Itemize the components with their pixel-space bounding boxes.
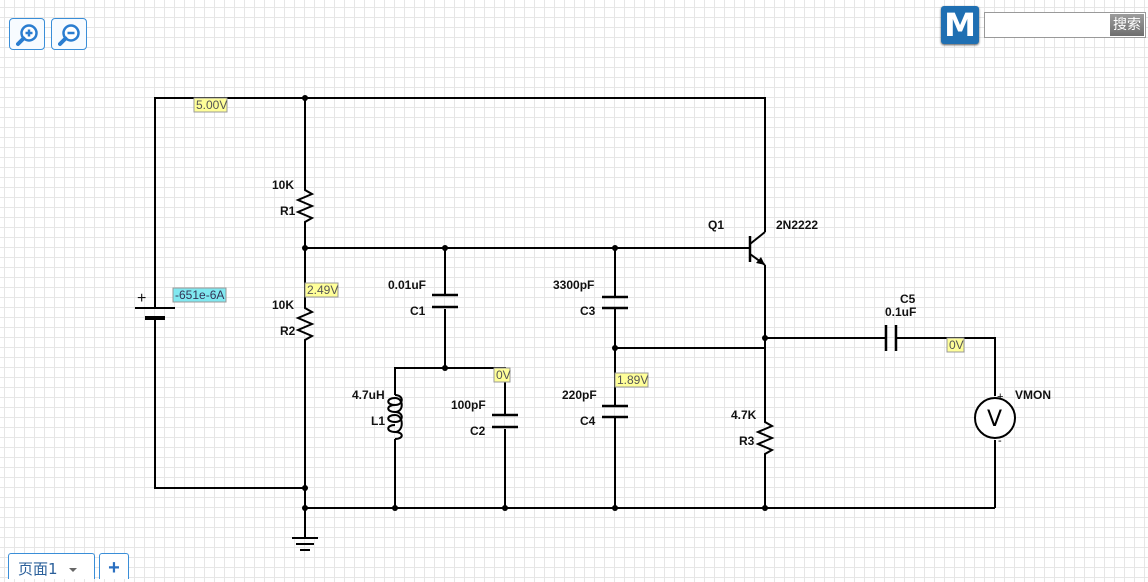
c2-value: 100pF	[451, 398, 486, 412]
probe-battery-current-value: -651e-6A	[175, 288, 224, 302]
brand-logo[interactable]: M	[941, 6, 979, 44]
brand-logo-text: M	[944, 6, 976, 44]
vmon-minus: -	[998, 435, 1002, 447]
probe-output-value: 0V	[949, 338, 964, 352]
search-input[interactable]	[987, 15, 1113, 37]
probe-base[interactable]: 2.49V	[304, 282, 339, 298]
probe-c4-node-value: 1.89V	[617, 373, 648, 387]
probe-base-value: 2.49V	[307, 283, 338, 297]
vmon-symbol: V	[987, 407, 1002, 432]
probe-tank[interactable]: 0V	[493, 367, 511, 383]
c4-value: 220pF	[562, 388, 597, 402]
l1-value: 4.7uH	[352, 388, 385, 402]
vmon-name: VMON	[1015, 388, 1051, 402]
c5-value: 0.1uF	[885, 305, 916, 319]
battery-plus-label: +	[137, 290, 146, 307]
vmon-plus: +	[997, 391, 1003, 403]
r1-value: 10K	[272, 178, 294, 192]
zoom-out-icon	[58, 24, 80, 46]
capacitor-c1[interactable]: 0.01uF C1	[388, 278, 458, 318]
r2-name: R2	[280, 324, 296, 338]
r3-value: 4.7K	[731, 408, 757, 422]
zoom-in-button[interactable]	[9, 18, 45, 50]
wires	[154, 97, 996, 538]
search-box: 搜索	[984, 12, 1146, 38]
inductor-l1[interactable]: 4.7uH L1	[352, 388, 403, 440]
resistor-r1[interactable]: 10K R1	[272, 178, 315, 226]
probe-vsupply[interactable]: 5.00V	[193, 97, 228, 113]
r3-name: R3	[739, 434, 755, 448]
r2-value: 10K	[272, 298, 294, 312]
tab-page-1-label: 页面1	[18, 560, 58, 578]
transistor-q1[interactable]: Q1 2N2222	[708, 218, 818, 266]
r1-name: R1	[280, 204, 296, 218]
capacitor-c3[interactable]: 3300pF C3	[553, 278, 628, 318]
battery[interactable]: +	[135, 290, 175, 322]
c3-value: 3300pF	[553, 278, 594, 292]
c5-name: C5	[900, 292, 916, 306]
chevron-down-icon[interactable]	[69, 568, 77, 572]
zoom-in-icon	[16, 24, 38, 46]
l1-name: L1	[371, 414, 385, 428]
probe-c4-node[interactable]: 1.89V	[614, 372, 649, 388]
c1-name: C1	[410, 304, 426, 318]
probe-output[interactable]: 0V	[946, 337, 965, 353]
zoom-out-button[interactable]	[51, 18, 87, 50]
q1-part: 2N2222	[776, 218, 818, 232]
c1-value: 0.01uF	[388, 278, 426, 292]
c4-name: C4	[580, 414, 596, 428]
c2-name: C2	[470, 424, 486, 438]
c3-name: C3	[580, 304, 596, 318]
capacitor-c4[interactable]: 220pF C4	[562, 388, 628, 428]
add-page-button[interactable]: +	[99, 553, 129, 579]
probe-vsupply-value: 5.00V	[196, 98, 227, 112]
voltmeter-vmon[interactable]: V + - VMON	[974, 388, 1051, 447]
probe-battery-current[interactable]: -651e-6A	[172, 287, 227, 303]
probe-tank-value: 0V	[496, 368, 511, 382]
resistor-r2[interactable]: 10K R2	[272, 298, 315, 344]
search-button[interactable]: 搜索	[1110, 14, 1144, 36]
resistor-r3[interactable]: 4.7K R3	[731, 408, 775, 458]
capacitor-c2[interactable]: 100pF C2	[451, 398, 518, 438]
junctions	[302, 95, 768, 511]
q1-name: Q1	[708, 218, 724, 232]
capacitor-c5[interactable]: C5 0.1uF	[884, 292, 916, 351]
ground-symbol[interactable]	[292, 537, 318, 551]
tab-page-1[interactable]: 页面1	[8, 553, 95, 579]
